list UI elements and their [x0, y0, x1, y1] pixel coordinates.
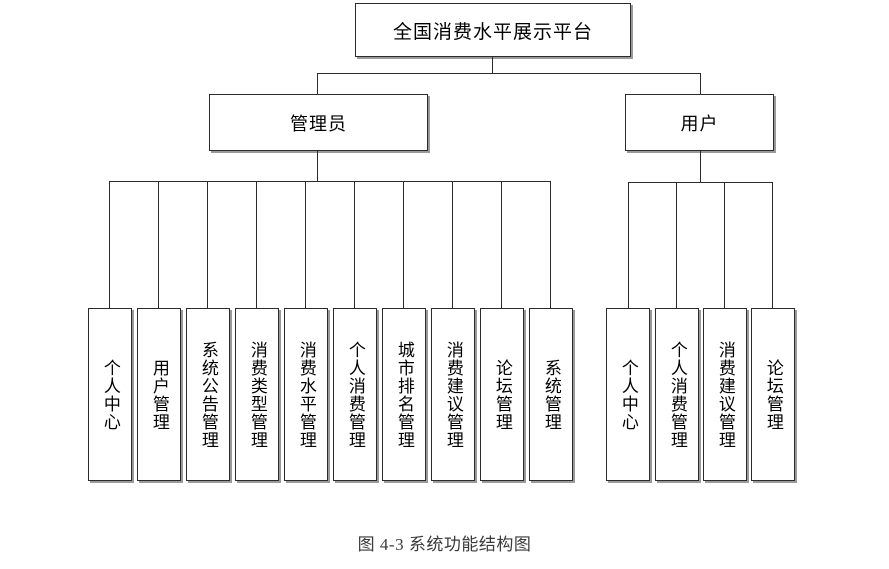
- connector-admin-drop-3: [207, 181, 208, 308]
- node-admin-label: 管理员: [290, 113, 347, 134]
- leaf-admin-3: 系统公告管理: [186, 308, 230, 481]
- connector-admin-drop-9: [501, 181, 502, 308]
- connector-admin-drop-4: [256, 181, 257, 308]
- node-root-label: 全国消费水平展示平台: [392, 21, 593, 43]
- connector-user-drop-4: [772, 182, 773, 308]
- connector-admin-drop-1: [109, 181, 110, 308]
- connector-admin-drop-5: [305, 181, 306, 308]
- leaf-user-4: 论坛管理: [751, 308, 795, 481]
- connector-user-drop-1: [628, 182, 629, 308]
- leaf-label: 消费建议管理: [715, 340, 735, 449]
- leaf-admin-2: 用户管理: [137, 308, 181, 481]
- leaf-admin-4: 消费类型管理: [235, 308, 279, 481]
- leaf-label: 论坛管理: [763, 358, 783, 431]
- leaf-label: 系统管理: [541, 358, 561, 431]
- connector-root-stem: [492, 57, 493, 74]
- leaf-label: 系统公告管理: [198, 340, 218, 449]
- leaf-label: 个人消费管理: [345, 340, 365, 449]
- leaf-label: 论坛管理: [492, 358, 512, 431]
- connector-user-stem: [700, 151, 701, 182]
- node-user: 用户: [625, 94, 774, 151]
- leaf-label: 用户管理: [149, 358, 169, 431]
- leaf-label: 个人中心: [618, 358, 638, 431]
- connector-level2-bus: [317, 73, 701, 74]
- node-admin: 管理员: [209, 94, 428, 151]
- leaf-admin-1: 个人中心: [88, 308, 132, 481]
- leaf-user-2: 个人消费管理: [655, 308, 699, 481]
- leaf-admin-6: 个人消费管理: [333, 308, 377, 481]
- leaf-label: 消费建议管理: [443, 340, 463, 449]
- connector-admin-bus: [109, 181, 550, 182]
- leaf-label: 个人消费管理: [667, 340, 687, 449]
- leaf-label: 消费类型管理: [247, 340, 267, 449]
- leaf-admin-5: 消费水平管理: [284, 308, 328, 481]
- connector-user-drop-3: [724, 182, 725, 308]
- figure-caption: 图 4-3 系统功能结构图: [357, 535, 532, 554]
- leaf-label: 个人中心: [100, 358, 120, 431]
- leaf-user-3: 消费建议管理: [703, 308, 747, 481]
- connector-admin-drop-8: [452, 181, 453, 308]
- leaf-label: 城市排名管理: [394, 340, 414, 449]
- node-root: 全国消费水平展示平台: [355, 3, 631, 57]
- connector-admin-drop-6: [354, 181, 355, 308]
- leaf-admin-10: 系统管理: [529, 308, 573, 481]
- leaf-label: 消费水平管理: [296, 340, 316, 449]
- connector-to-admin: [317, 73, 318, 94]
- connector-admin-stem: [317, 151, 318, 181]
- node-user-label: 用户: [680, 113, 719, 134]
- connector-admin-drop-7: [403, 181, 404, 308]
- leaf-admin-7: 城市排名管理: [382, 308, 426, 481]
- leaf-admin-8: 消费建议管理: [431, 308, 475, 481]
- leaf-admin-9: 论坛管理: [480, 308, 524, 481]
- connector-user-drop-2: [676, 182, 677, 308]
- leaf-user-1: 个人中心: [606, 308, 650, 481]
- connector-user-bus: [628, 182, 773, 183]
- connector-admin-drop-2: [158, 181, 159, 308]
- connector-admin-drop-10: [550, 181, 551, 308]
- connector-to-user: [700, 73, 701, 94]
